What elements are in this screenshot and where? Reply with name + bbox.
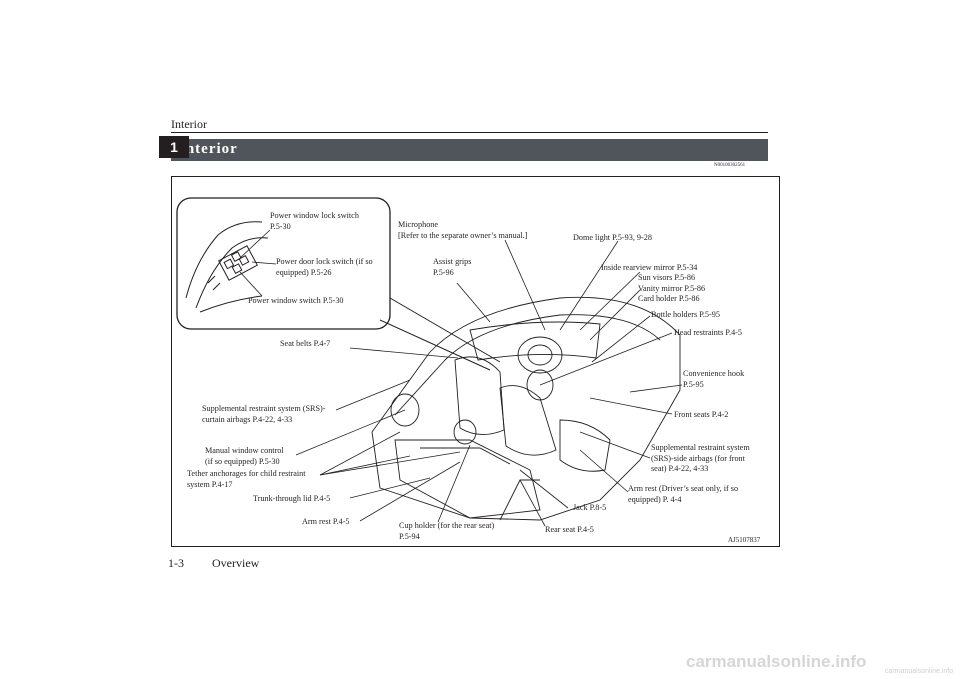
chapter-tab: 1 [159,136,189,158]
callout-trunk-through-lid: Trunk-through lid P.4-5 [253,494,331,503]
running-header-title: Interior [171,117,207,131]
callout-armrest: Arm rest P.4-5 [302,517,350,526]
section-title-bar: Interior [171,139,768,161]
callout-seat-belts: Seat belts P.4-7 [280,339,331,348]
figure-frame [171,176,780,547]
section-title: Interior [179,141,238,157]
callout-microphone: Microphone[Refer to the separate owner’s… [398,220,528,240]
callout-dome-light: Dome light P.5-93, 9-28 [573,233,652,242]
figure-id: AJ5107837 [728,536,761,544]
callout-curtain-airbags: Supplemental restraint system (SRS)-curt… [202,404,326,424]
callout-front-seats: Front seats P.4-2 [674,410,729,419]
callout-inside-rearview-mirror: Inside rearview mirror P.5-34 [601,263,698,272]
callout-rear-seat: Rear seat P.4-5 [545,525,594,534]
callout-leaders [295,239,683,527]
callout-jack: Jack P.8-5 [573,503,607,512]
callout-bottle-holders: Bottle holders P.5-95 [651,310,720,319]
callout-manual-window-control: Manual window control(if so equipped) P.… [205,446,284,466]
footer-section: Overview [212,556,260,570]
callout-cup-holder: Cup holder (for the rear seat)P.5-94 [399,521,495,541]
header-rule [171,132,768,133]
callout-head-restraints: Head restraints P.4-5 [674,328,742,337]
callout-power-window-switch: Power window switch P.5-30 [248,296,344,305]
door-switch-inset [176,197,391,330]
document-id: N00100302561 [714,163,746,168]
watermark: carmanualsonline.info [686,652,867,671]
car-cutaway-drawing [371,296,681,521]
footer-page-number: 1-3 [168,556,184,570]
door-panel-drawing [185,221,269,313]
callout-side-airbags: Supplemental restraint system(SRS)-side … [651,443,750,473]
watermark-small: carmanualsonline.info [885,668,954,675]
